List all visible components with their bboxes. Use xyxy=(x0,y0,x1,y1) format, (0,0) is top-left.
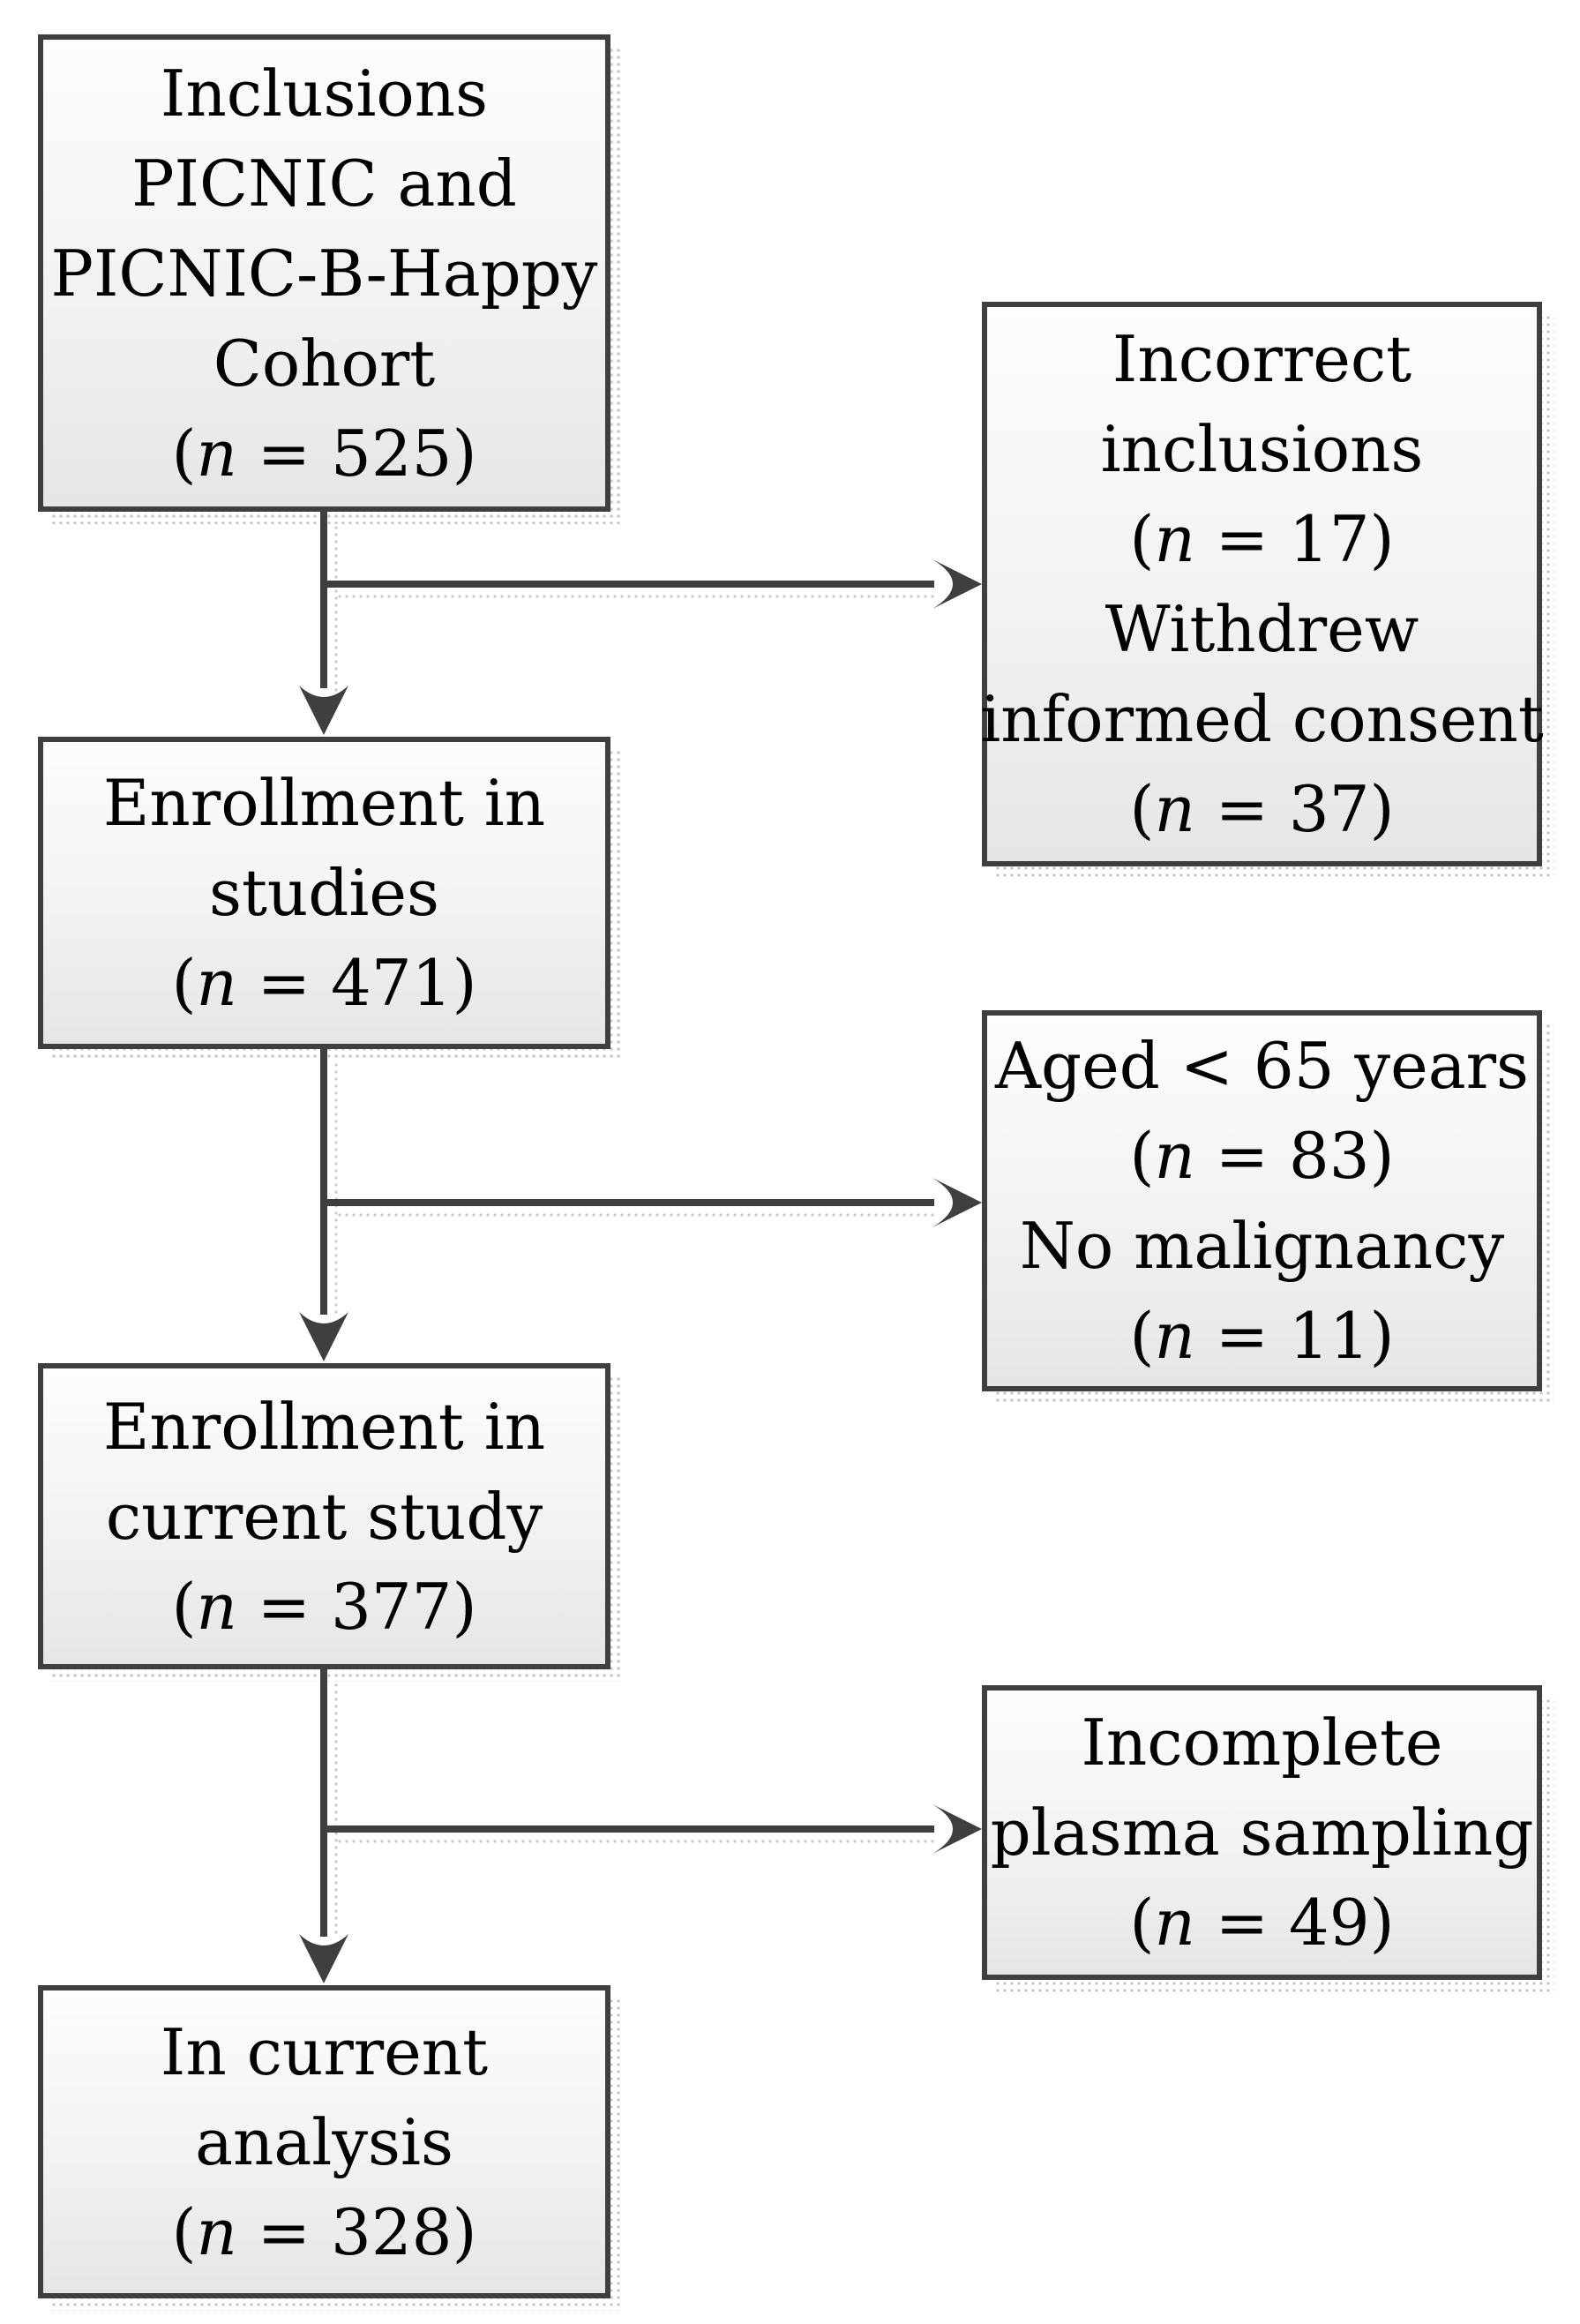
connector-shadow xyxy=(336,1211,934,1218)
connector-shadow xyxy=(333,524,340,693)
box-count-line: (n = 328) xyxy=(171,2194,477,2269)
box-line: plasma sampling xyxy=(990,1795,1534,1870)
box-line: PICNIC-B-Happy xyxy=(50,236,598,311)
flow-box-inclusions-cohort: Inclusions PICNIC and PICNIC-B-Happy Coh… xyxy=(38,34,610,512)
arrowhead-right xyxy=(932,1178,982,1227)
arrow-stem-down xyxy=(320,1049,327,1315)
box-line: Enrollment in xyxy=(102,766,546,840)
box-line: In current xyxy=(160,2014,489,2089)
box-count-line: (n = 11) xyxy=(1129,1299,1395,1373)
box-line: current study xyxy=(105,1479,543,1554)
box-line: Incomplete xyxy=(1081,1706,1443,1780)
box-count-line: (n = 377) xyxy=(171,1569,477,1644)
exclusion-box-incomplete-plasma-sampling: Incomplete plasma sampling (n = 49) xyxy=(982,1685,1542,1980)
box-line: Withdrew xyxy=(1105,592,1419,666)
box-line: analysis xyxy=(195,2104,453,2179)
arrow-stem-down xyxy=(320,512,327,688)
arrowhead-down xyxy=(299,1312,348,1361)
box-line: No malignancy xyxy=(1019,1209,1505,1283)
exclusion-box-incorrect-inclusions-withdrew-consent: Incorrect inclusions (n = 17) Withdrew i… xyxy=(980,302,1544,866)
box-line: Cohort xyxy=(213,326,436,401)
arrow-stem-right xyxy=(324,1199,934,1206)
arrowhead-down xyxy=(299,1934,348,1983)
box-line: Incorrect xyxy=(1112,322,1412,396)
box-line: inclusions xyxy=(1100,412,1424,486)
box-line: Aged < 65 years xyxy=(995,1029,1529,1103)
flow-box-enrollment-studies: Enrollment in studies (n = 471) xyxy=(38,737,610,1049)
box-line: PICNIC and xyxy=(131,146,517,221)
connector-shadow xyxy=(333,1061,340,1315)
box-count-line: (n = 37) xyxy=(1129,772,1395,846)
box-count-line: (n = 17) xyxy=(1129,502,1395,576)
connector-shadow xyxy=(336,1838,934,1845)
box-line: Inclusions xyxy=(160,56,489,131)
flow-box-in-current-analysis: In current analysis (n = 328) xyxy=(38,1985,610,2298)
box-count-line: (n = 49) xyxy=(1129,1885,1395,1960)
arrow-stem-right xyxy=(324,581,934,588)
box-line: studies xyxy=(209,856,439,930)
box-count-line: (n = 83) xyxy=(1129,1119,1395,1193)
box-count-line: (n = 471) xyxy=(171,946,477,1020)
box-line: Enrollment in xyxy=(102,1389,546,1464)
arrow-stem-down xyxy=(320,1669,327,1937)
box-line: informed consent xyxy=(980,682,1544,756)
arrow-stem-right xyxy=(324,1825,934,1833)
box-count-line: (n = 525) xyxy=(171,416,477,491)
connector-shadow xyxy=(333,1682,340,1937)
arrowhead-down xyxy=(299,686,348,735)
connector-shadow xyxy=(336,593,934,600)
flow-box-enrollment-current-study: Enrollment in current study (n = 377) xyxy=(38,1363,610,1669)
exclusion-box-aged-under-65-no-malignancy: Aged < 65 years (n = 83) No malignancy (… xyxy=(982,1010,1542,1391)
arrowhead-right xyxy=(932,559,982,609)
arrowhead-right xyxy=(932,1804,982,1854)
